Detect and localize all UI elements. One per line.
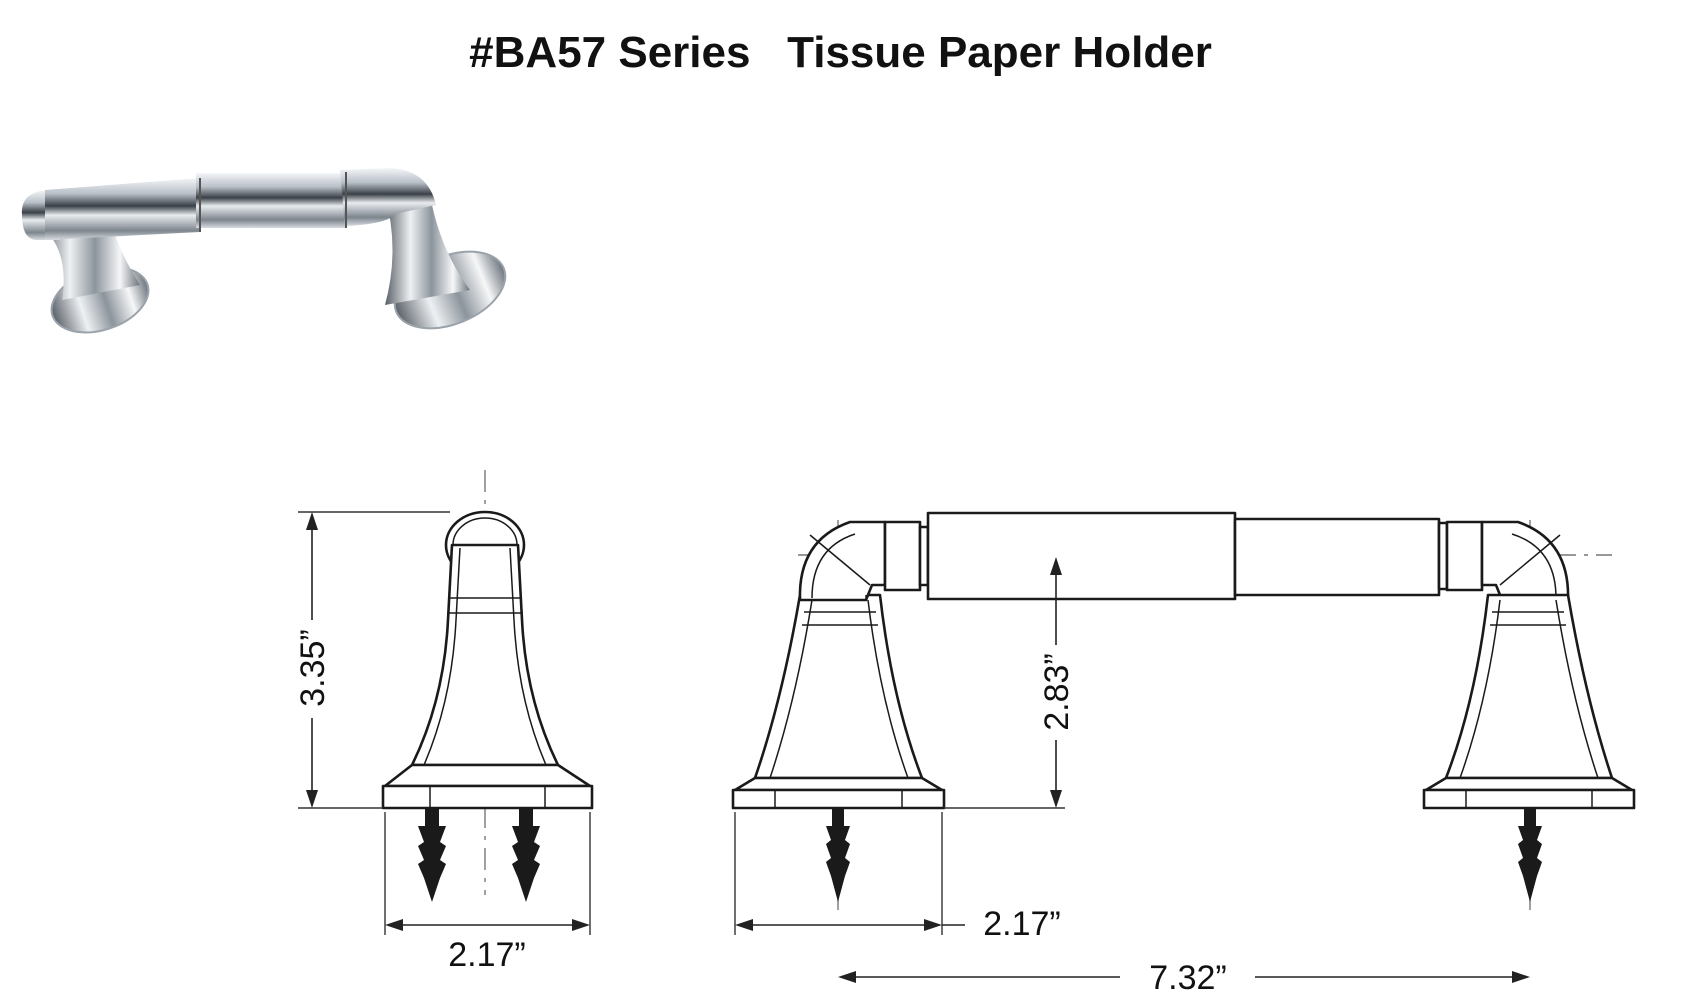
dim-front-span: 7.32”	[838, 959, 1530, 997]
screw-front-left	[826, 808, 850, 902]
side-width-label: 2.17”	[448, 936, 526, 974]
dim-side-height: 3.35”	[294, 511, 450, 809]
screw-front-right	[1518, 808, 1542, 902]
front-height-label: 2.83”	[1038, 653, 1076, 731]
dim-side-width: 2.17”	[384, 812, 591, 974]
front-width-label: 2.17”	[983, 905, 1061, 943]
front-view	[731, 511, 1636, 910]
page-title: #BA57 Series Tissue Paper Holder	[469, 28, 1212, 77]
side-view	[381, 470, 594, 902]
product-photo	[21, 168, 507, 334]
screw-left	[418, 808, 446, 902]
screw-right	[512, 808, 540, 902]
dim-front-width: 2.17”	[734, 812, 1061, 943]
side-height-label: 3.35”	[294, 629, 332, 707]
front-span-label: 7.32”	[1149, 959, 1227, 997]
dim-front-height: 2.83”	[944, 557, 1076, 809]
